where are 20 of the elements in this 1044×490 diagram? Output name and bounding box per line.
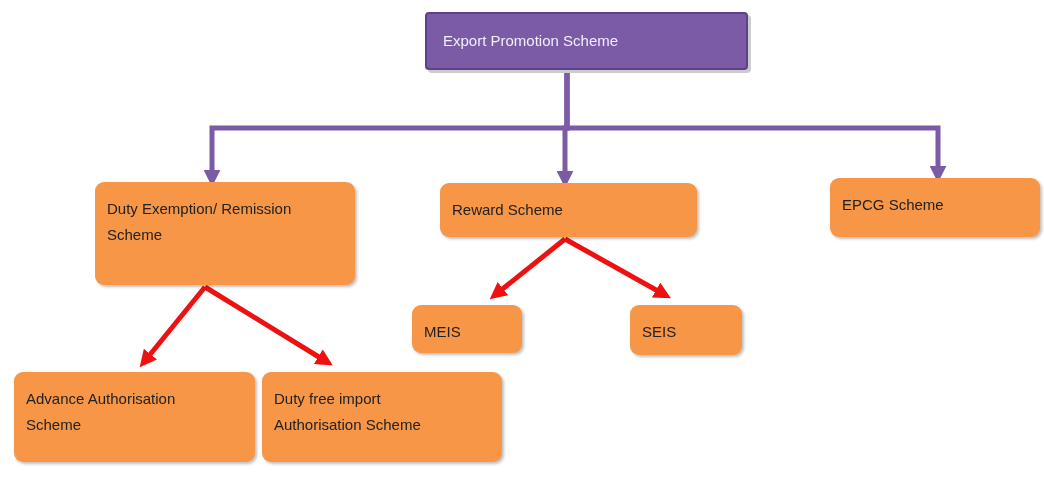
node-label: EPCG Scheme [842,195,945,215]
node-label: Duty free import Authorisation Scheme [274,389,422,435]
process-box [630,305,742,355]
node-label: Advance Authorisation Scheme [26,389,177,435]
process-box [830,178,1040,237]
arrow [489,237,567,300]
process-box [440,183,697,237]
process-box [262,372,502,462]
node-label: MEIS [424,322,462,342]
arrow [139,285,207,368]
arrow [203,284,333,366]
title-box [425,12,748,70]
process-box [412,305,522,353]
process-box [95,182,355,285]
node-label: Export Promotion Scheme [443,31,620,51]
node-label: Duty Exemption/ Remission Scheme [107,199,293,245]
process-box [14,372,255,462]
node-label: SEIS [642,322,678,342]
arrow [563,236,671,299]
node-label: Reward Scheme [452,200,564,220]
